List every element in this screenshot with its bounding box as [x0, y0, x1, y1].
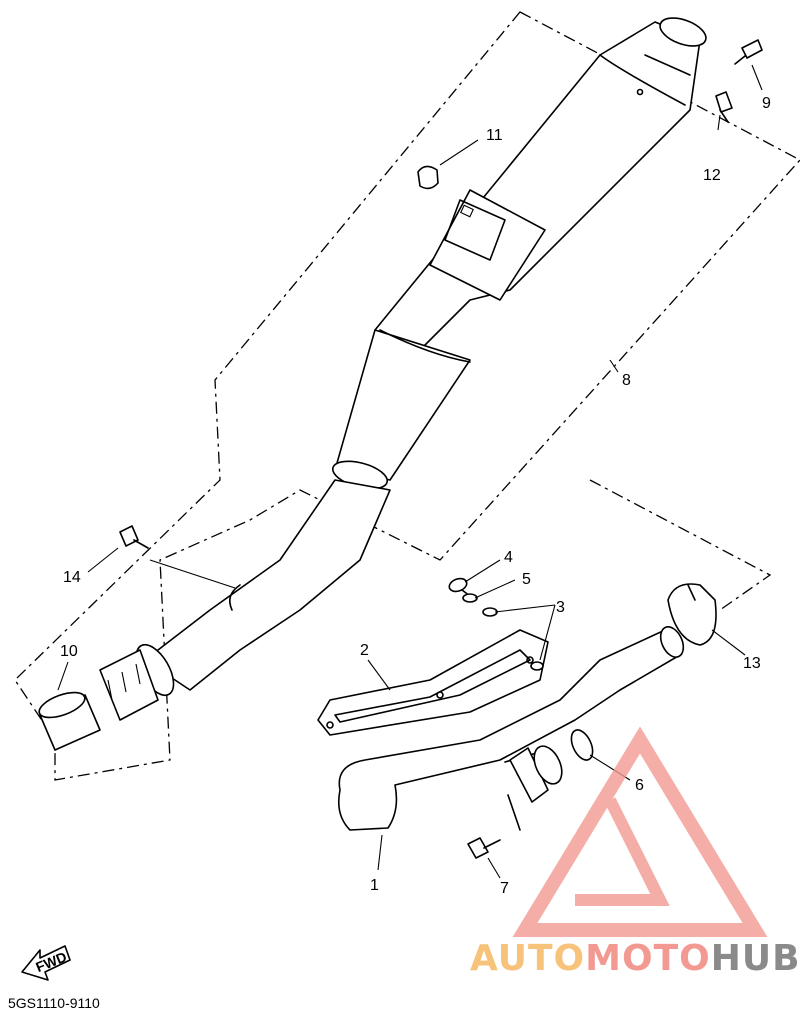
part-11-grommet — [417, 165, 439, 190]
diagram-code: 5GS1110-9110 — [8, 995, 100, 1011]
callout-13: 13 — [743, 655, 761, 672]
callout-8: 8 — [622, 372, 631, 389]
callout-12: 12 — [703, 167, 721, 184]
callout-5: 5 — [522, 571, 531, 588]
callout-3: 3 — [556, 599, 565, 616]
muffler — [99, 17, 707, 721]
part-7-bolt — [467, 837, 501, 859]
leader-lines — [57, 64, 763, 879]
part-12-bolt — [715, 91, 733, 123]
muffler-assembly-outline — [14, 11, 800, 781]
automotohub-logo-icon — [512, 726, 768, 937]
callout-2: 2 — [360, 642, 369, 659]
pipe-assembly-outline — [589, 479, 772, 611]
callout-4: 4 — [504, 549, 513, 566]
callout-10: 10 — [60, 643, 78, 660]
callout-6: 6 — [635, 777, 644, 794]
callout-7: 7 — [500, 880, 509, 897]
part-10-sleeve — [38, 691, 101, 751]
part-9-bolt — [734, 39, 763, 65]
watermark-text: AUTOMOTOHUB — [470, 938, 800, 979]
part-4-screw — [448, 577, 471, 597]
part-5-washer — [462, 593, 478, 603]
callout-14: 14 — [63, 569, 81, 586]
part-6-gasket — [570, 729, 594, 761]
part-13-clamp — [667, 583, 717, 646]
callout-9: 9 — [762, 95, 771, 112]
callout-11: 11 — [486, 127, 503, 144]
part-14-bolt — [119, 525, 149, 549]
part-1-exhaust-pipe — [337, 626, 685, 831]
fwd-arrow-icon: FWD — [21, 945, 71, 981]
part-2-protector — [317, 629, 549, 736]
callout-1: 1 — [370, 877, 379, 894]
